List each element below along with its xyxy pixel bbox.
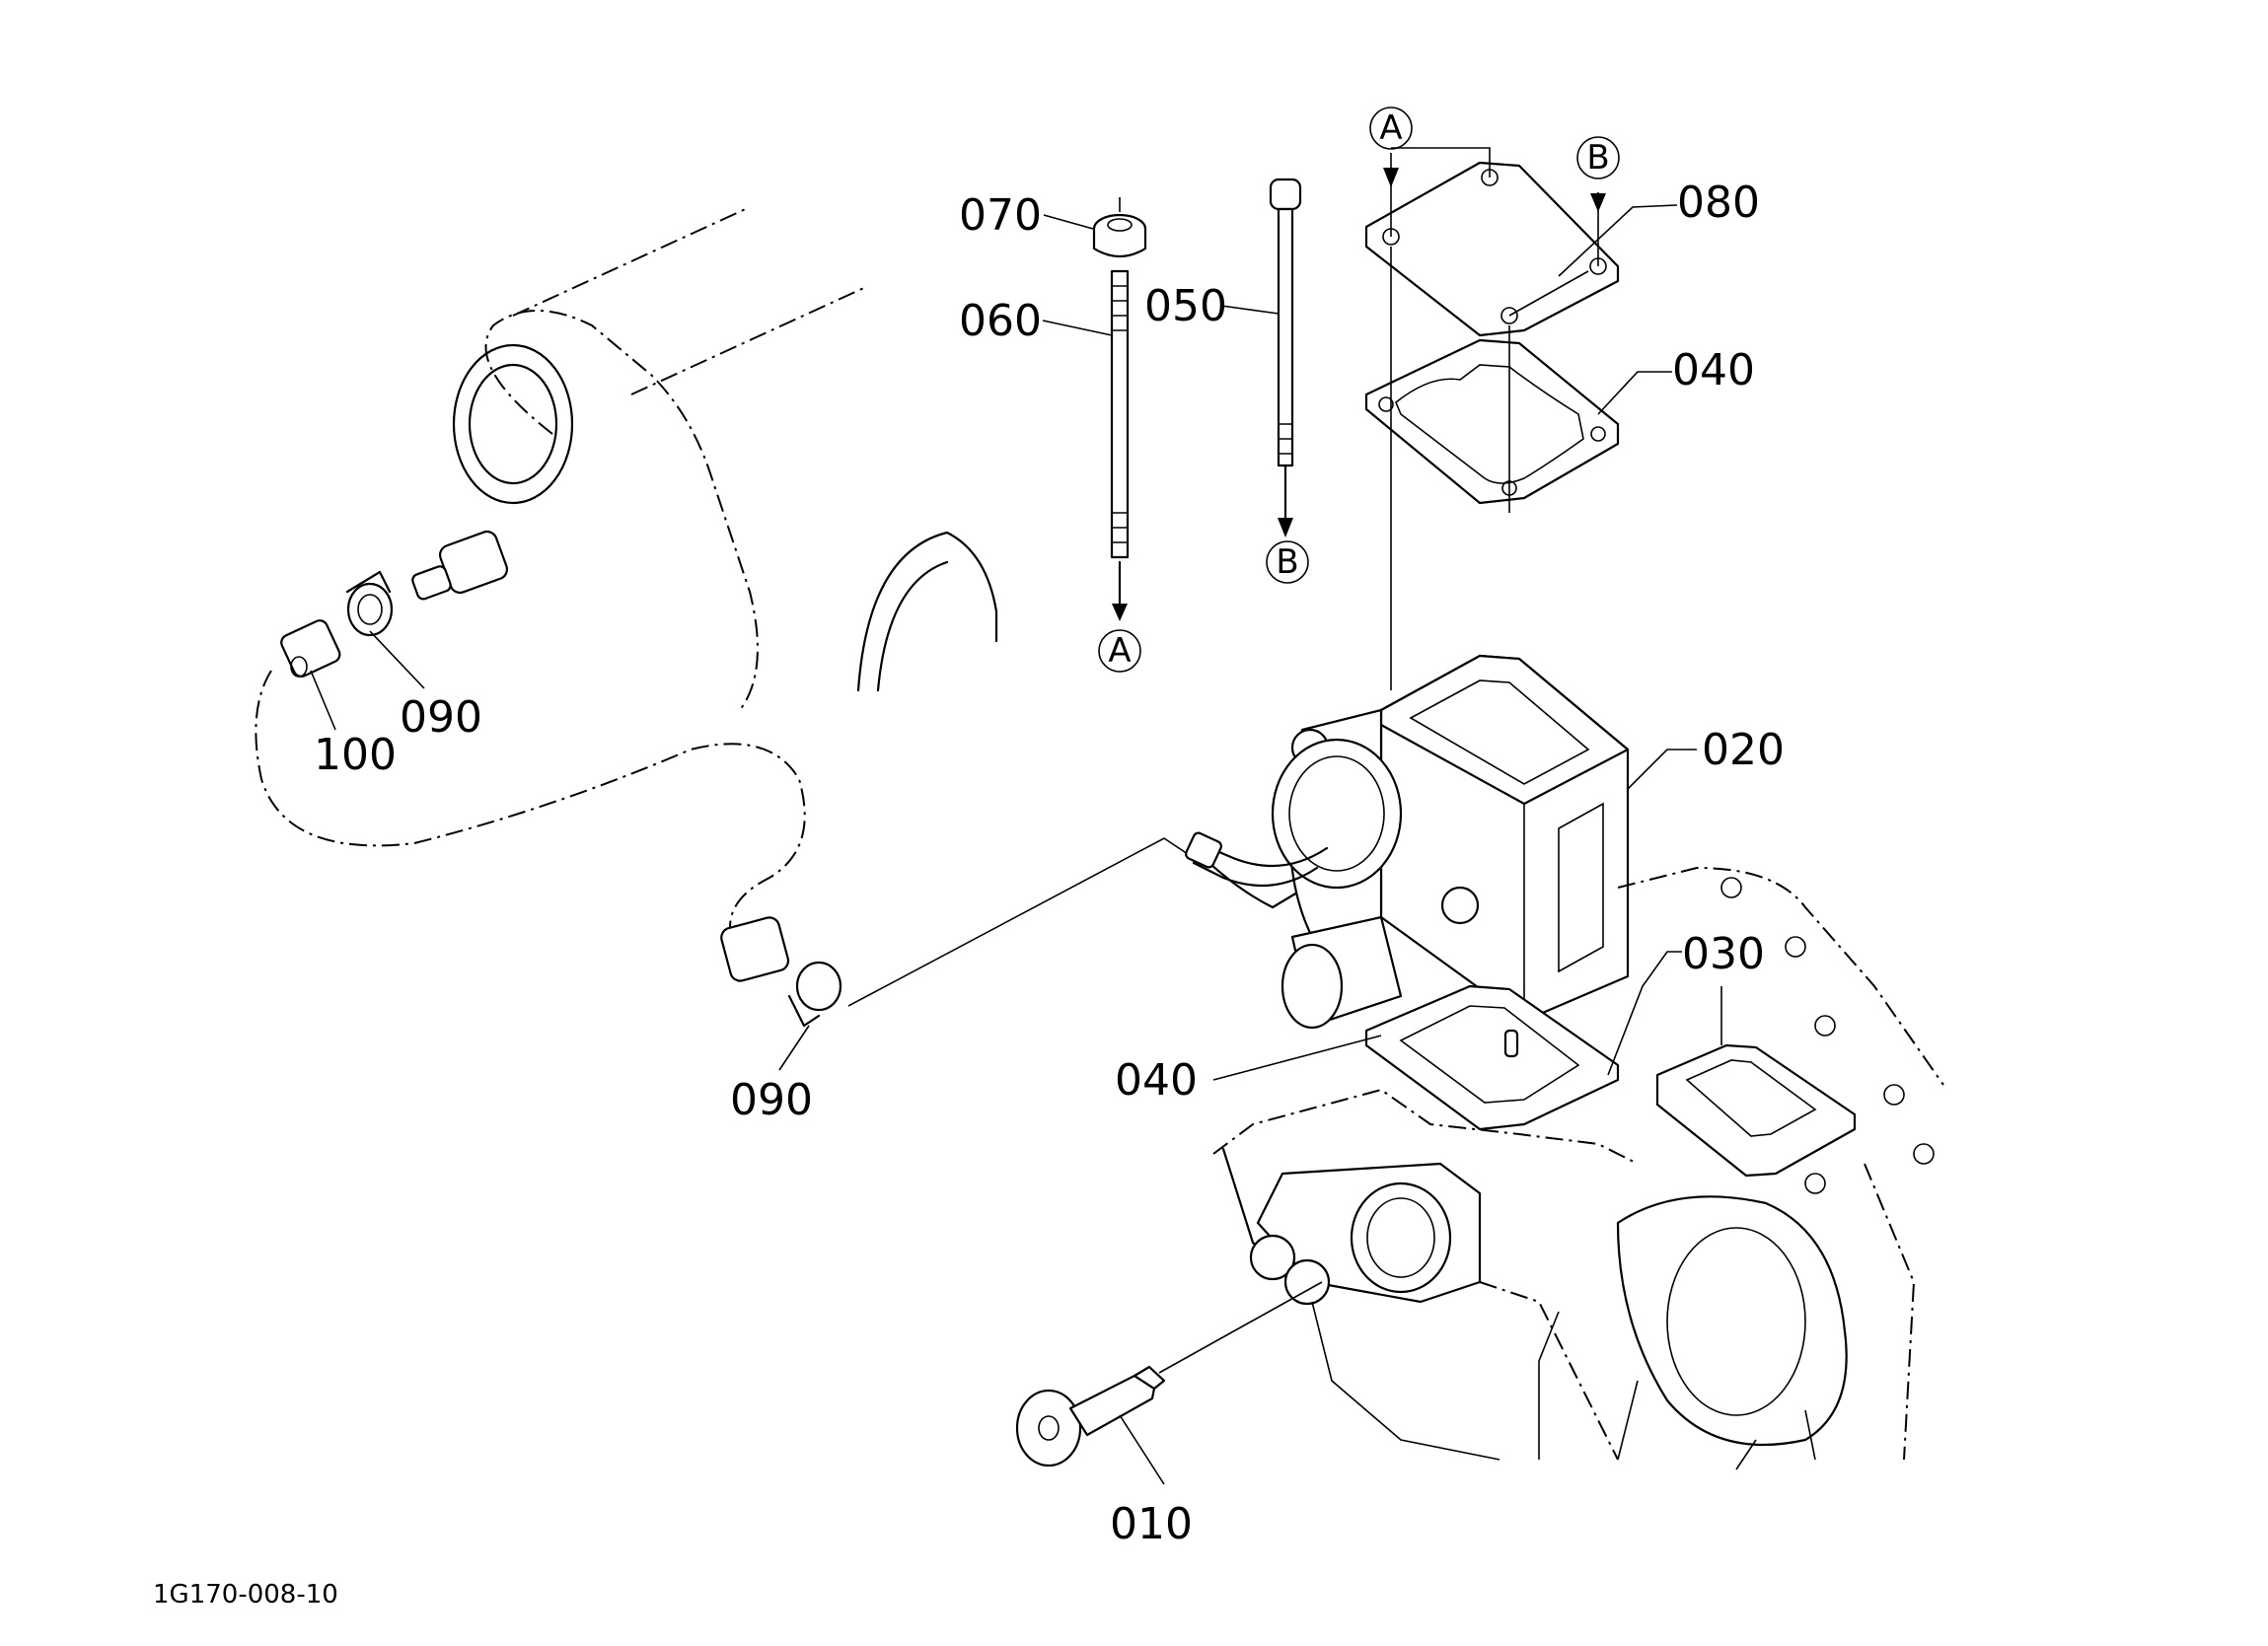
label-070: 070 — [959, 190, 1042, 241]
label-020: 020 — [1702, 725, 1785, 775]
push-rod-010 — [1015, 1281, 1323, 1467]
label-090-lower: 090 — [730, 1075, 813, 1125]
ref-marker-b-top: B — [1576, 136, 1620, 212]
part-labels: 070 060 050 080 040 020 030 040 010 090 … — [314, 178, 1785, 1549]
ref-marker-a-stud: A — [1098, 629, 1141, 673]
drawing-number: 1G170-008-10 — [153, 1580, 338, 1610]
label-080: 080 — [1677, 178, 1760, 228]
ref-letter-b-top: B — [1586, 138, 1609, 178]
ref-marker-b-bolt: B — [1266, 540, 1309, 584]
housing-020 — [1185, 654, 1630, 1030]
gasket-040-upper — [1364, 338, 1620, 505]
label-100: 100 — [314, 730, 397, 780]
engine-housing-outline — [452, 206, 998, 711]
ref-marker-a-top: A — [1369, 107, 1413, 187]
hose-end-lower — [720, 916, 790, 982]
ref-letter-b-bolt: B — [1276, 542, 1298, 582]
crankcase-block-outline — [1212, 866, 1944, 1470]
label-060: 060 — [959, 296, 1042, 346]
stud-060 — [1110, 197, 1130, 621]
label-050: 050 — [1144, 281, 1227, 331]
label-090-upper: 090 — [400, 692, 482, 743]
hose-end-upper — [280, 619, 341, 678]
breather-nipple — [411, 530, 509, 601]
hose-clamp-lower — [787, 961, 842, 1028]
label-040-upper: 040 — [1672, 345, 1755, 395]
label-030: 030 — [1682, 929, 1765, 979]
hose-clamp-upper — [345, 570, 394, 637]
ref-letter-a-stud: A — [1108, 631, 1131, 671]
label-010: 010 — [1110, 1499, 1193, 1549]
gasket-040-lower — [1364, 984, 1620, 1131]
label-040-lower: 040 — [1115, 1055, 1198, 1106]
bolt-050 — [1269, 178, 1302, 537]
ref-letter-a-top: A — [1379, 108, 1402, 148]
nut-070 — [1092, 213, 1147, 258]
cover-plate-080 — [1364, 147, 1620, 337]
leader-lines — [310, 204, 1722, 1485]
